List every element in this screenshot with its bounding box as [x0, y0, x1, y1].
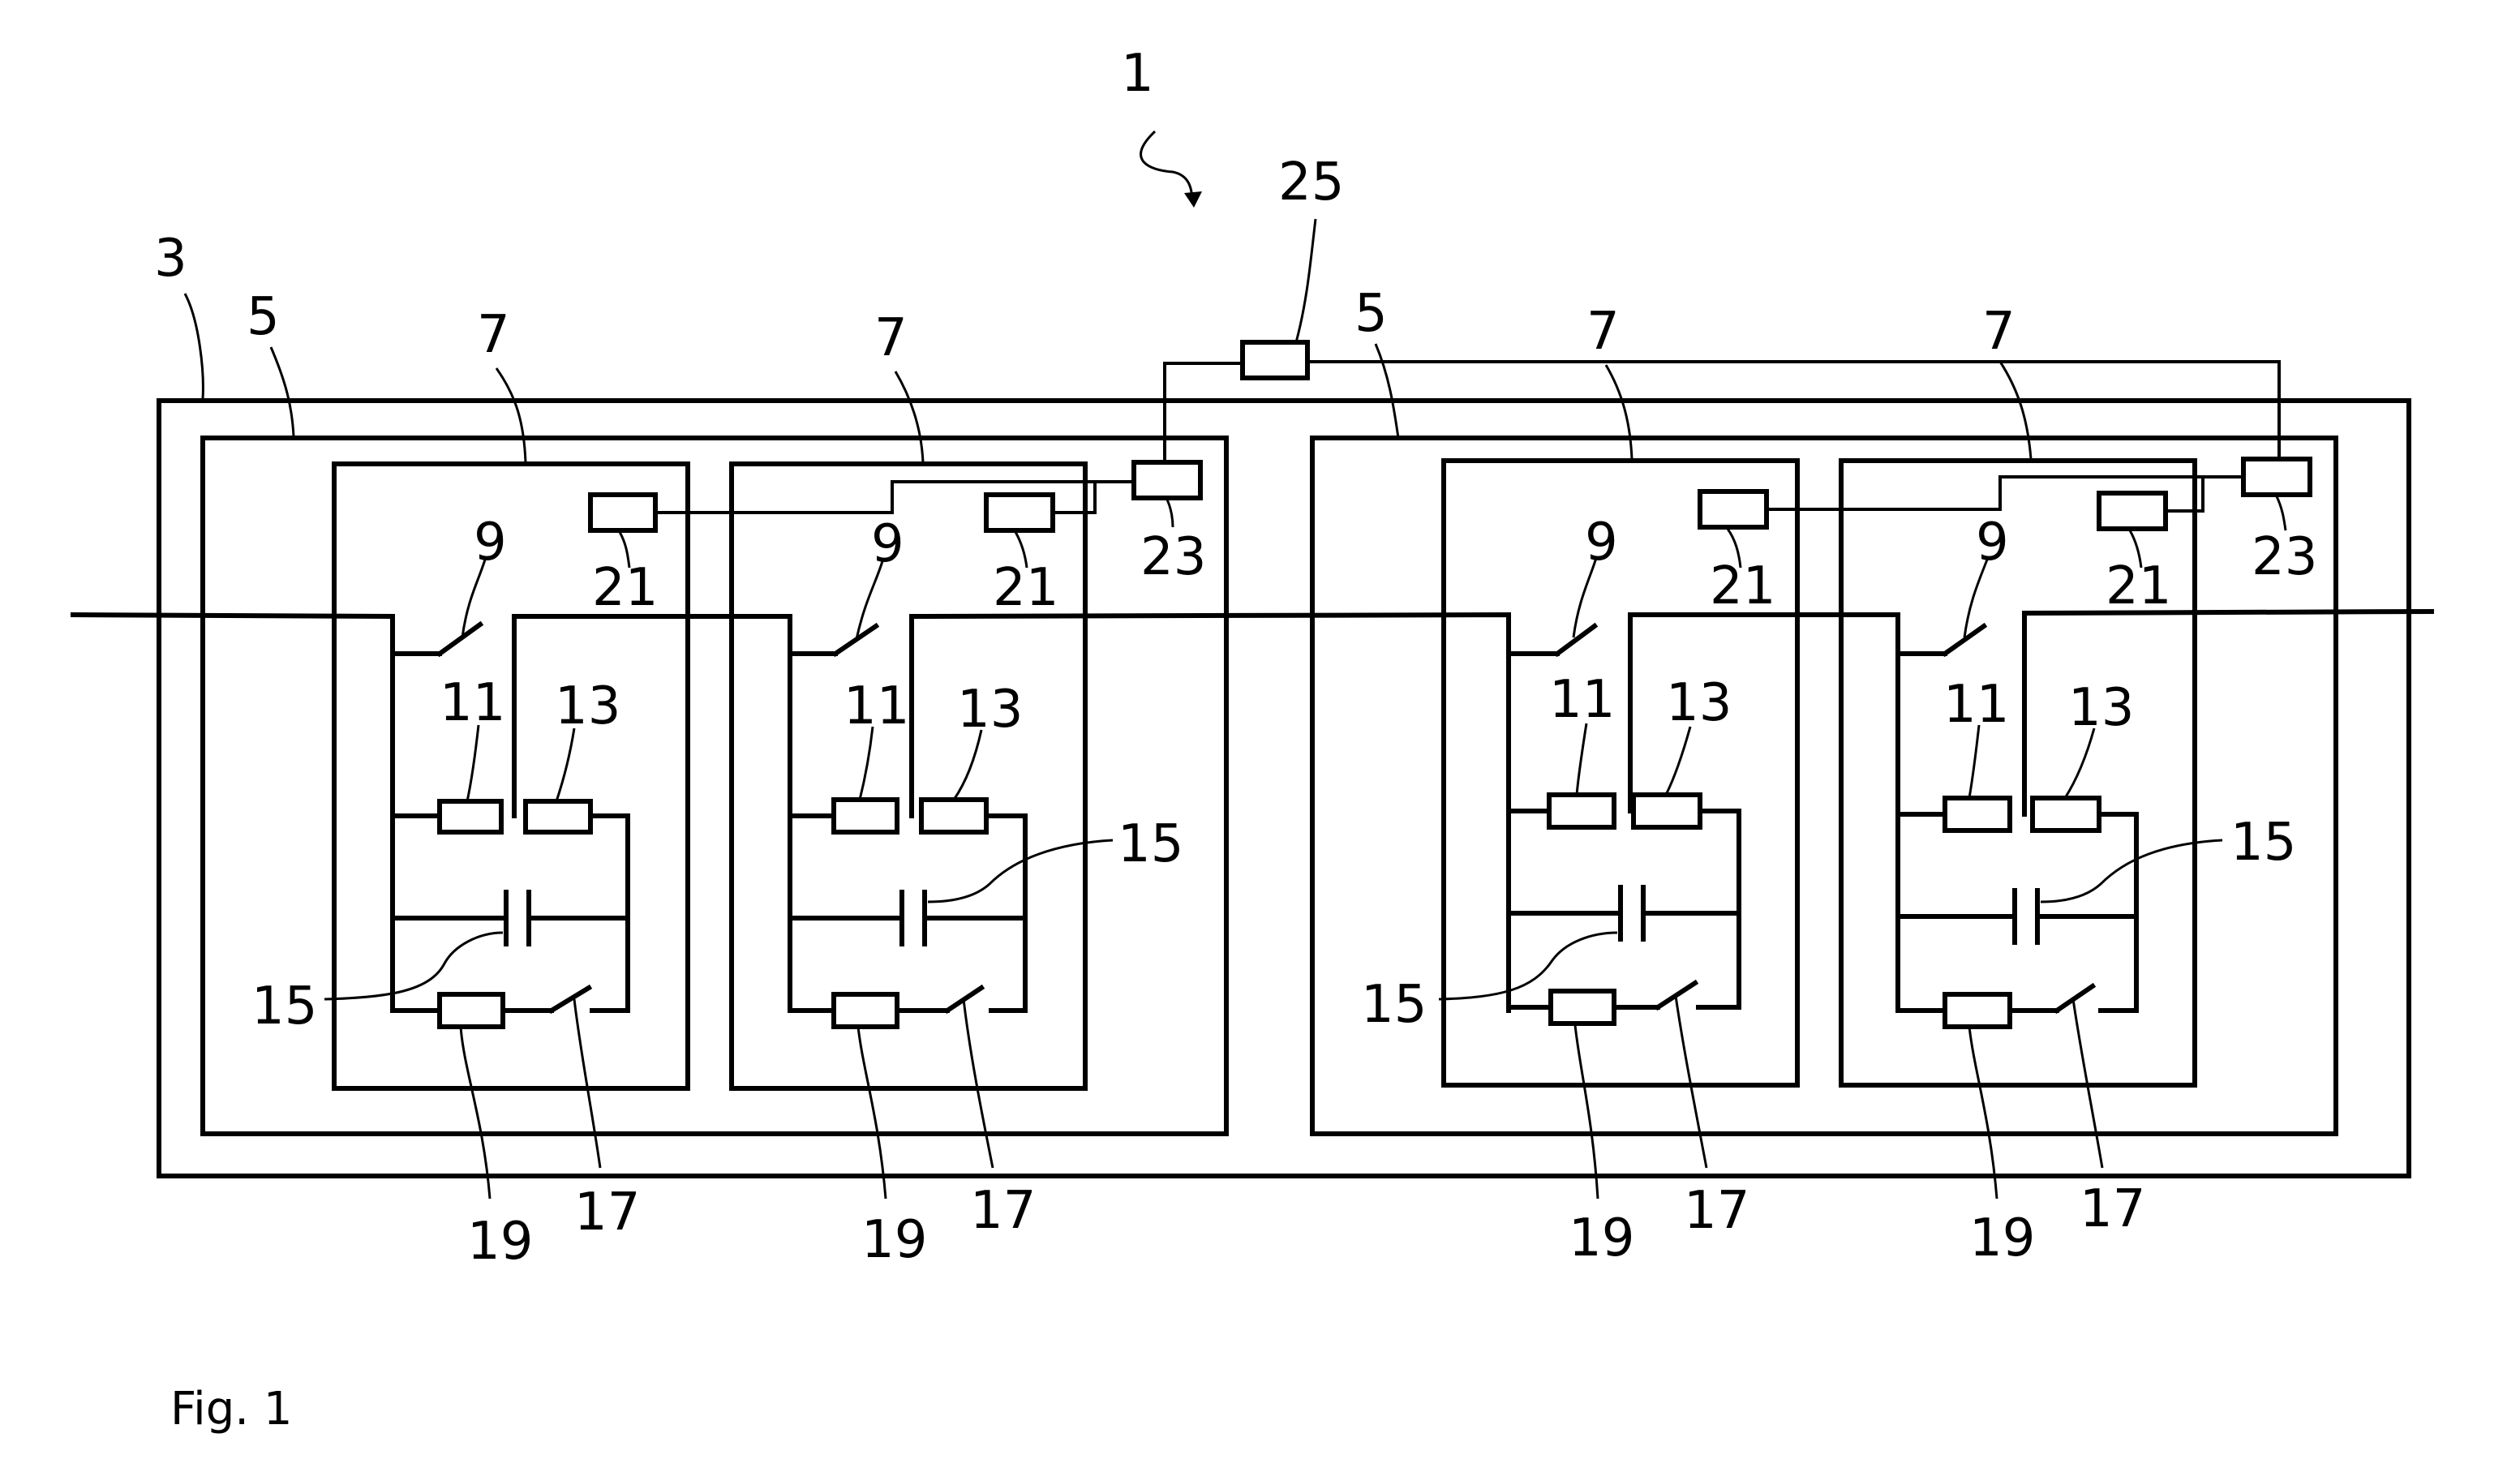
label-9-m4: 9 [1976, 513, 2009, 573]
label-21-m1: 21 [592, 558, 658, 618]
label-13-m3: 13 [1666, 673, 1732, 733]
leader-lines [183, 130, 2287, 1199]
main-switch [1553, 622, 1599, 658]
label-15-m4: 15 [2230, 813, 2296, 873]
module-frame-2 [729, 461, 1088, 1091]
label-23-right: 23 [2252, 527, 2317, 587]
label-11-m3: 11 [1549, 670, 1615, 730]
label-1: 1 [1121, 44, 1154, 104]
main-switch [436, 620, 484, 658]
label-7-m2: 7 [874, 308, 908, 368]
resistor-11 [1943, 796, 2012, 833]
label-9-m3: 9 [1585, 513, 1618, 573]
label-17-m2: 17 [970, 1181, 1036, 1241]
module-circuit-2 [788, 492, 1055, 1029]
label-21-m2: 21 [993, 558, 1058, 618]
label-11-m2: 11 [844, 676, 909, 736]
label-3: 3 [154, 229, 187, 289]
label-19-m3: 19 [1569, 1208, 1634, 1268]
label-15-m2: 15 [1118, 814, 1183, 874]
module-controller [984, 492, 1055, 533]
label-5-right: 5 [1354, 284, 1388, 344]
label-19-m1: 19 [467, 1212, 533, 1272]
main-switch [831, 622, 880, 658]
resistor-13 [919, 797, 989, 835]
label-13-m4: 13 [2068, 678, 2134, 738]
module-circuit-3 [1506, 489, 1769, 1026]
resistor-11 [831, 797, 899, 835]
group-frame-right [1310, 436, 2338, 1136]
resistor-13 [2030, 796, 2101, 833]
label-19-m4: 19 [1969, 1208, 2035, 1268]
label-13-m1: 13 [555, 676, 620, 736]
group-frame-left [200, 436, 1229, 1136]
module-frame-1 [332, 461, 690, 1091]
label-19-m2: 19 [861, 1210, 927, 1270]
resistor-19 [437, 992, 505, 1029]
module-controller [1698, 489, 1769, 530]
group-controller-left [1131, 460, 1203, 500]
label-9-m1: 9 [474, 513, 507, 573]
aux-switch [2053, 982, 2097, 1015]
label-17-m1: 17 [574, 1182, 640, 1242]
group-controller-right [2241, 457, 2312, 497]
label-9-m2: 9 [871, 514, 904, 574]
label-15-m1: 15 [251, 976, 317, 1036]
aux-switch [547, 984, 593, 1015]
label-5-left: 5 [247, 287, 280, 347]
label-21-m3: 21 [1710, 556, 1775, 616]
figure-caption: Fig. 1 [170, 1383, 292, 1436]
module-frame-4 [1839, 458, 2197, 1088]
label-7-m1: 7 [477, 305, 510, 365]
resistor-13 [523, 799, 593, 835]
resistor-11 [437, 799, 504, 835]
housing-frame [157, 398, 2411, 1178]
label-17-m4: 17 [2080, 1179, 2145, 1239]
label-11-m1: 11 [440, 673, 505, 733]
label-23-left: 23 [1140, 527, 1206, 587]
label-11-m4: 11 [1943, 675, 2009, 735]
master-controller [1240, 340, 1310, 380]
module-controller [588, 492, 658, 533]
module-circuit-1 [390, 492, 658, 1029]
label-17-m3: 17 [1684, 1181, 1749, 1241]
aux-switch [1654, 979, 1699, 1011]
label-7-m4: 7 [1982, 302, 2016, 362]
resistor-13 [1631, 792, 1702, 830]
main-switch [1941, 622, 1988, 658]
label-13-m2: 13 [957, 680, 1023, 740]
label-7-m3: 7 [1586, 302, 1620, 362]
resistor-19 [1548, 989, 1616, 1026]
resistor-11 [1547, 792, 1616, 830]
module-frame-3 [1441, 458, 1800, 1088]
label-15-m3: 15 [1361, 975, 1427, 1035]
label-25: 25 [1278, 152, 1344, 212]
resistor-19 [831, 992, 899, 1029]
module-controller [2097, 491, 2168, 531]
resistor-19 [1943, 992, 2012, 1029]
module-circuit-4 [1895, 491, 2168, 1029]
reference-numerals: 1 25 3 5 5 7 7 7 7 21 21 21 21 23 23 9 9… [154, 44, 2317, 1272]
label-21-m4: 21 [2106, 556, 2171, 616]
main-line [70, 608, 2435, 656]
